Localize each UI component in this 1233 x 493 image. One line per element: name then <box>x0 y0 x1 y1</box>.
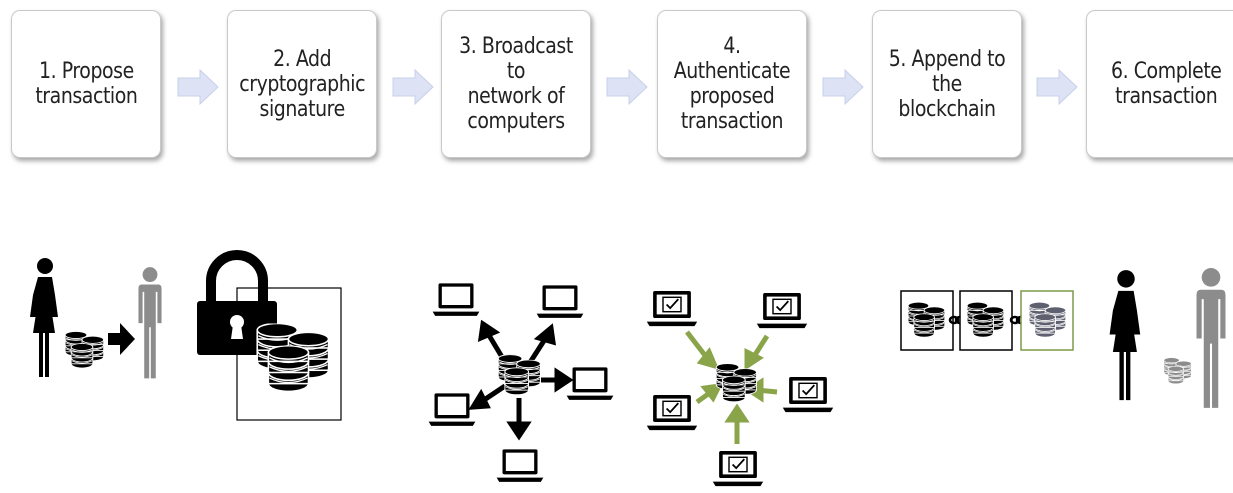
broadcast-arrows <box>468 319 574 441</box>
male-person-icon <box>1196 268 1226 408</box>
coins-icon <box>716 364 756 402</box>
step-5-label: 5. Append to the blockchain <box>888 46 1006 122</box>
step-2-label: 2. Add cryptographic signature <box>239 46 365 122</box>
step-6-label: 6. Complete transaction <box>1110 59 1222 109</box>
laptop-icon <box>432 283 480 316</box>
right-arrow-icon <box>108 323 135 355</box>
step-6-box: 6. Complete transaction <box>1086 10 1233 158</box>
flow-arrow-icon <box>392 69 434 105</box>
padlock-icon <box>197 250 277 355</box>
step-1-label: 1. Propose transaction <box>34 59 138 109</box>
flow-arrow-icon <box>1036 69 1078 105</box>
step-3-label: 3. Broadcast to network of computers <box>459 34 573 134</box>
signature-illustration <box>197 250 342 421</box>
step-3-box: 3. Broadcast to network of computers <box>441 10 591 158</box>
authenticate-illustration <box>645 290 835 488</box>
propose-transaction-illustration <box>30 258 162 379</box>
laptop-check-icon <box>781 376 835 414</box>
step-5-box: 5. Append to the blockchain <box>872 10 1022 158</box>
coins-icon <box>65 331 103 368</box>
laptop-check-icon <box>645 394 699 432</box>
laptop-icon <box>536 285 584 318</box>
coins-icon <box>1164 358 1191 384</box>
step-4-box: 4. Authenticate proposed transaction <box>657 10 807 158</box>
verify-arrows <box>685 330 778 444</box>
laptop-icon <box>496 449 544 482</box>
laptop-check-icon <box>645 290 699 328</box>
female-person-icon <box>30 258 58 377</box>
male-person-icon <box>138 267 162 379</box>
broadcast-network-illustration <box>428 283 614 482</box>
laptop-check-icon <box>755 292 809 330</box>
step-1-box: 1. Propose transaction <box>11 10 161 158</box>
laptop-icon <box>428 393 476 426</box>
step-4-label: 4. Authenticate proposed transaction <box>673 34 791 134</box>
flow-arrow-icon <box>822 69 864 105</box>
step-2-box: 2. Add cryptographic signature <box>227 10 377 158</box>
flow-arrow-icon <box>606 69 648 105</box>
coins-icon <box>498 355 540 395</box>
complete-transaction-illustration <box>1109 268 1226 408</box>
laptop-icon <box>566 367 614 400</box>
female-person-icon <box>1109 270 1141 401</box>
blockchain-illustration <box>900 290 1074 351</box>
flow-arrow-icon <box>177 69 219 105</box>
laptop-check-icon <box>711 450 765 488</box>
